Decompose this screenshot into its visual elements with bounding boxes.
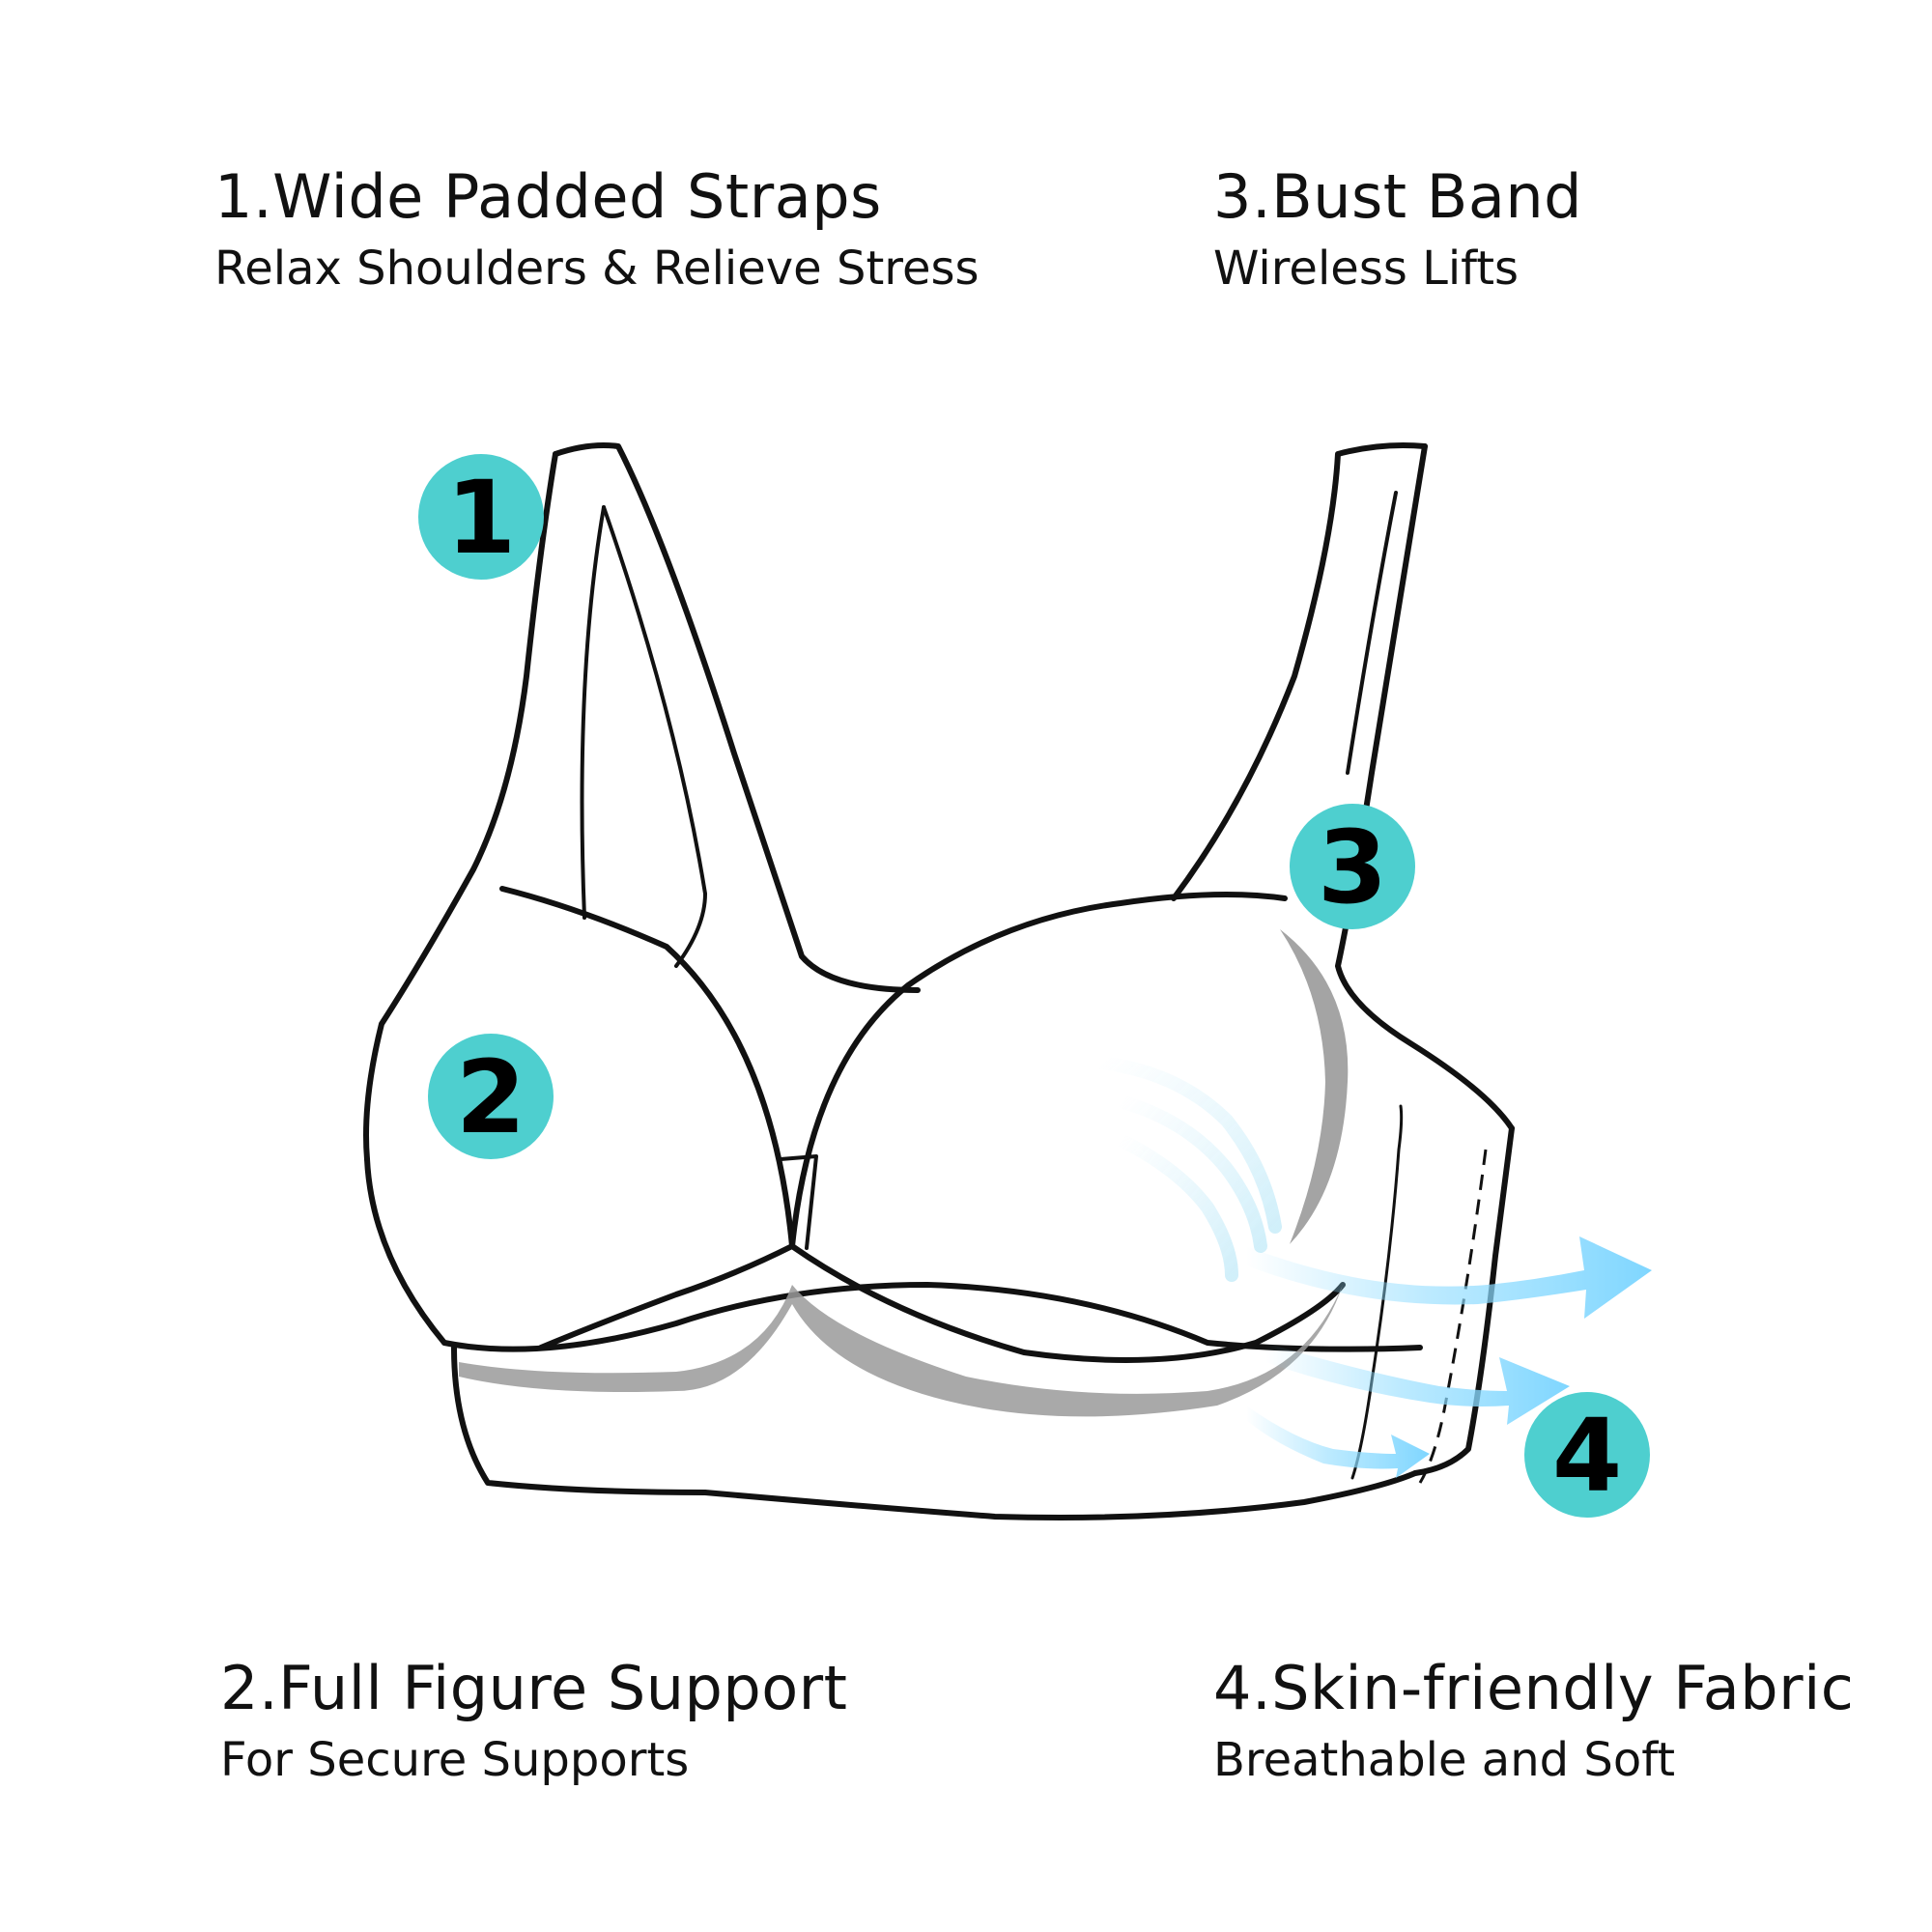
bra-illustration-icon [363, 442, 1515, 1520]
feature-subtitle: Relax Shoulders & Relieve Stress [214, 242, 980, 297]
feature-wide-padded-straps: 1.Wide Padded Straps Relax Shoulders & R… [214, 161, 980, 298]
airflow-wave-icon [1094, 1056, 1282, 1282]
badge-4-label: 4 [1552, 1397, 1622, 1515]
feature-title: 1.Wide Padded Straps [214, 161, 882, 232]
feature-bust-band: 3.Bust Band Wireless Lifts [1213, 161, 1582, 298]
feature-subtitle: Breathable and Soft [1213, 1733, 1676, 1788]
feature-title: 4.Skin-friendly Fabric [1213, 1653, 1855, 1723]
feature-title: 3.Bust Band [1213, 161, 1582, 232]
airflow-arrow-icon [1246, 1236, 1652, 1478]
badge-2: 2 [428, 1034, 554, 1159]
badge-1: 1 [418, 454, 544, 580]
underwire-shadow-icon [1280, 929, 1349, 1244]
feature-subtitle: Wireless Lifts [1213, 242, 1520, 297]
badge-2-label: 2 [456, 1038, 526, 1156]
badge-1-label: 1 [446, 459, 516, 577]
seam-dashed [1418, 1149, 1488, 1484]
feature-subtitle: For Secure Supports [220, 1733, 690, 1788]
feature-title: 2.Full Figure Support [220, 1653, 848, 1723]
feature-full-figure-support: 2.Full Figure Support For Secure Support… [220, 1653, 848, 1789]
feature-skin-friendly-fabric: 4.Skin-friendly Fabric Breathable and So… [1213, 1653, 1855, 1789]
badge-4: 4 [1524, 1392, 1650, 1518]
badge-3-label: 3 [1318, 809, 1387, 926]
badge-3: 3 [1290, 804, 1415, 929]
band-shadow-icon [459, 1285, 1343, 1417]
